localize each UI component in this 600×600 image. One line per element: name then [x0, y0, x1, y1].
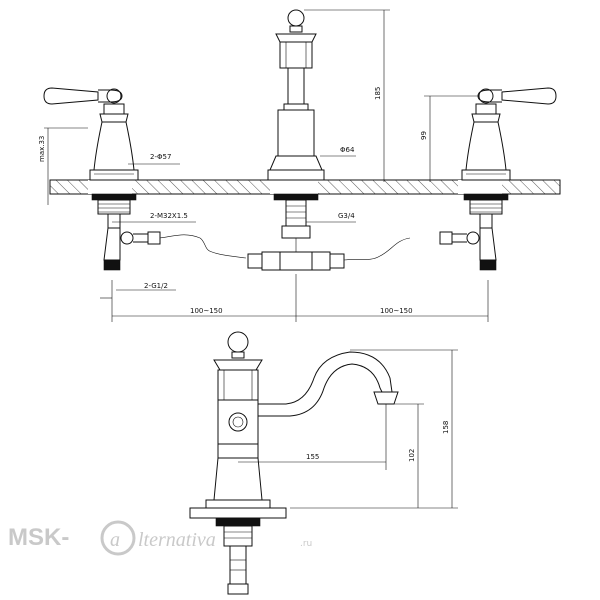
dim-spout-clearance: 102 [408, 449, 416, 462]
left-handle-assembly [43, 87, 247, 271]
dim-side-height: 158 [442, 421, 450, 434]
dim-deck-hole: 2-Φ57 [150, 153, 171, 161]
watermark-tld: .ru [300, 539, 312, 549]
right-handle-assembly [439, 87, 557, 271]
front-elevation-view: max.33 2-Φ57 Φ64 185 99 2-M32X1.5 G3/4 2… [38, 9, 561, 322]
dim-left-spacing: 100~150 [190, 307, 223, 315]
dim-height-max: max.33 [38, 136, 46, 162]
watermark-at-icon [100, 520, 136, 556]
dim-inlet-thread: 2-G1/2 [144, 282, 168, 290]
dim-spout-height: 185 [374, 87, 382, 100]
center-spout-assembly [247, 9, 411, 271]
watermark-tail: lternativa [138, 529, 216, 551]
dim-center-thread: G3/4 [338, 212, 355, 220]
dim-spout-reach: 155 [306, 453, 319, 461]
dim-handle-height: 99 [420, 131, 428, 140]
dim-spout-base: Φ64 [340, 146, 355, 154]
watermark-brand: MSK- [8, 524, 69, 551]
side-elevation-view: 155 102 158 [189, 331, 458, 595]
watermark-at-glyph: a [110, 529, 120, 551]
dim-handle-thread: 2-M32X1.5 [150, 212, 188, 220]
deck-surface [49, 179, 561, 195]
watermark-logo: MSK- a lternativa .ru [8, 520, 312, 556]
dim-right-spacing: 100~150 [380, 307, 413, 315]
dimension-lines-top [44, 9, 489, 322]
